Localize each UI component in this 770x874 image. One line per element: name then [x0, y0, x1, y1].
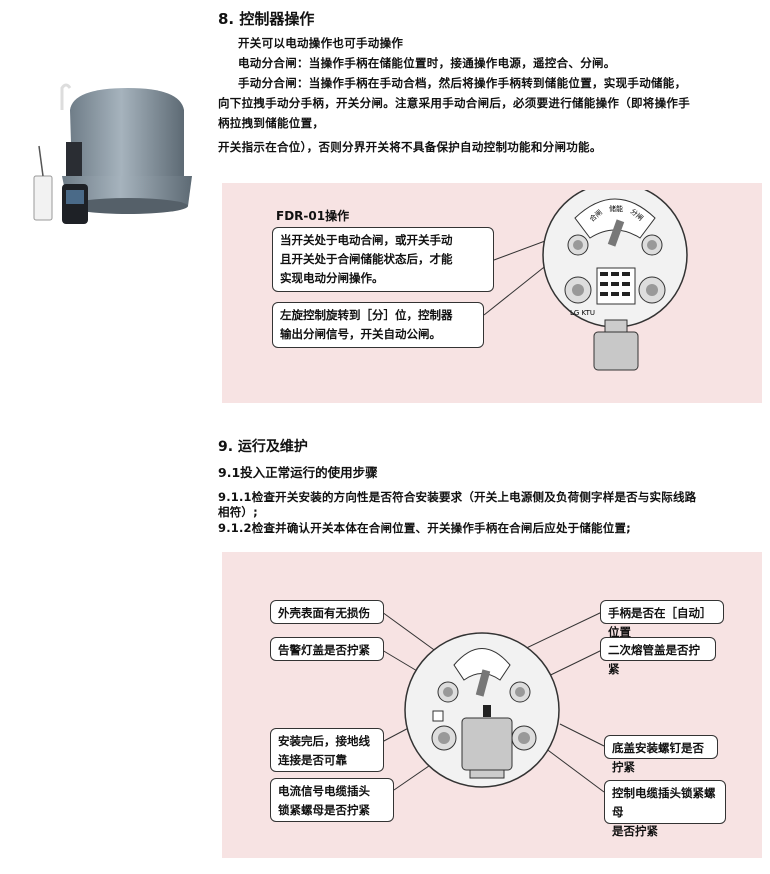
check-left-2: 告警灯盖是否拧紧	[270, 637, 384, 661]
section8-line-4: 向下拉拽手动分手柄，开关分闸。注意采用手动合闸后，必须要进行储能操作（即将操作手	[218, 96, 690, 110]
product-photo	[28, 80, 198, 230]
check-right-1-line: 手柄是否在［自动］位置	[608, 606, 712, 639]
section8-line-2: 电动分合闸：当操作手柄在储能位置时，接通操作电源，遥控合、分闸。	[238, 56, 616, 70]
section8-line-3: 手动分合闸：当操作手柄在手动合档，然后将操作手柄转到储能位置，实现手动储能，	[238, 76, 687, 90]
section8-line-5: 柄拉拽到储能位置，	[218, 116, 325, 130]
check-left-4: 电流信号电缆插头 锁紧螺母是否拧紧	[270, 778, 394, 822]
fdr-callout-2-line: 左旋控制旋转到［分］位，控制器	[280, 308, 453, 322]
section9-p2: 9.1.2检查并确认开关本体在合闸位置、开关操作手柄在合闸后应处于储能位置;	[218, 521, 631, 535]
section9-subtitle: 9.1投入正常运行的使用步骤	[218, 465, 378, 480]
check-right-3-line: 底盖安装螺钉是否拧紧	[612, 741, 704, 774]
check-right-2-line: 二次熔管盖是否拧紧	[608, 643, 700, 676]
check-left-1-line: 外壳表面有无损伤	[278, 606, 370, 620]
check-left-1: 外壳表面有无损伤	[270, 600, 384, 624]
fdr-panel-title: FDR-01操作	[276, 209, 350, 223]
check-left-3-line: 连接是否可靠	[278, 753, 347, 767]
section8-title: 8. 控制器操作	[218, 10, 315, 28]
check-right-1: 手柄是否在［自动］位置	[600, 600, 724, 639]
controller-diagram-bottom	[381, 611, 605, 793]
section8-line-1: 开关可以电动操作也可手动操作	[238, 36, 404, 50]
section9-title: 9. 运行及维护	[218, 439, 308, 455]
section8-line-6: 开关指示在合位），否则分界开关将不具备保护自动控制功能和分闸功能。	[218, 140, 602, 154]
device-label-store: 储能	[609, 204, 623, 213]
section9-p1-line: 相符）;	[218, 505, 258, 519]
check-right-4: 控制电缆插头锁紧螺母 是否拧紧	[604, 780, 726, 838]
fdr-callout-2-line: 输出分闸信号，开关自动公闸。	[280, 327, 441, 341]
section9-p1-line: 9.1.1检查开关安装的方向性是否符合安装要求（开关上电源侧及负荷侧字样是否与实…	[218, 490, 697, 504]
fdr-callout-1-line: 且开关处于合闸储能状态后，才能	[280, 252, 453, 266]
fdr-callout-1: 当开关处于电动合闸，或开关手动 且开关处于合闸储能状态后，才能 实现电动分闸操作…	[272, 227, 494, 292]
check-right-2: 二次熔管盖是否拧紧	[600, 637, 716, 676]
check-right-3: 底盖安装螺钉是否拧紧	[604, 735, 718, 774]
device-panel-label: LG KTU	[570, 309, 595, 317]
fdr-callout-2: 左旋控制旋转到［分］位，控制器 输出分闸信号，开关自动公闸。	[272, 302, 484, 348]
fdr-callout-1-line: 实现电动分闸操作。	[280, 271, 384, 285]
check-left-4-line: 电流信号电缆插头	[278, 784, 370, 798]
check-right-4-line: 是否拧紧	[612, 824, 658, 838]
check-left-3-line: 安装完后，接地线	[278, 734, 370, 748]
check-left-4-line: 锁紧螺母是否拧紧	[278, 803, 370, 817]
check-right-4-line: 控制电缆插头锁紧螺母	[612, 786, 716, 819]
check-left-3: 安装完后，接地线 连接是否可靠	[270, 728, 384, 772]
check-left-2-line: 告警灯盖是否拧紧	[278, 643, 370, 657]
section9-p1: 9.1.1检查开关安装的方向性是否符合安装要求（开关上电源侧及负荷侧字样是否与实…	[218, 490, 696, 520]
controller-diagram-top: 合闸 储能 分闸 LG KTU	[483, 190, 688, 371]
fdr-callout-1-line: 当开关处于电动合闸，或开关手动	[280, 233, 453, 247]
